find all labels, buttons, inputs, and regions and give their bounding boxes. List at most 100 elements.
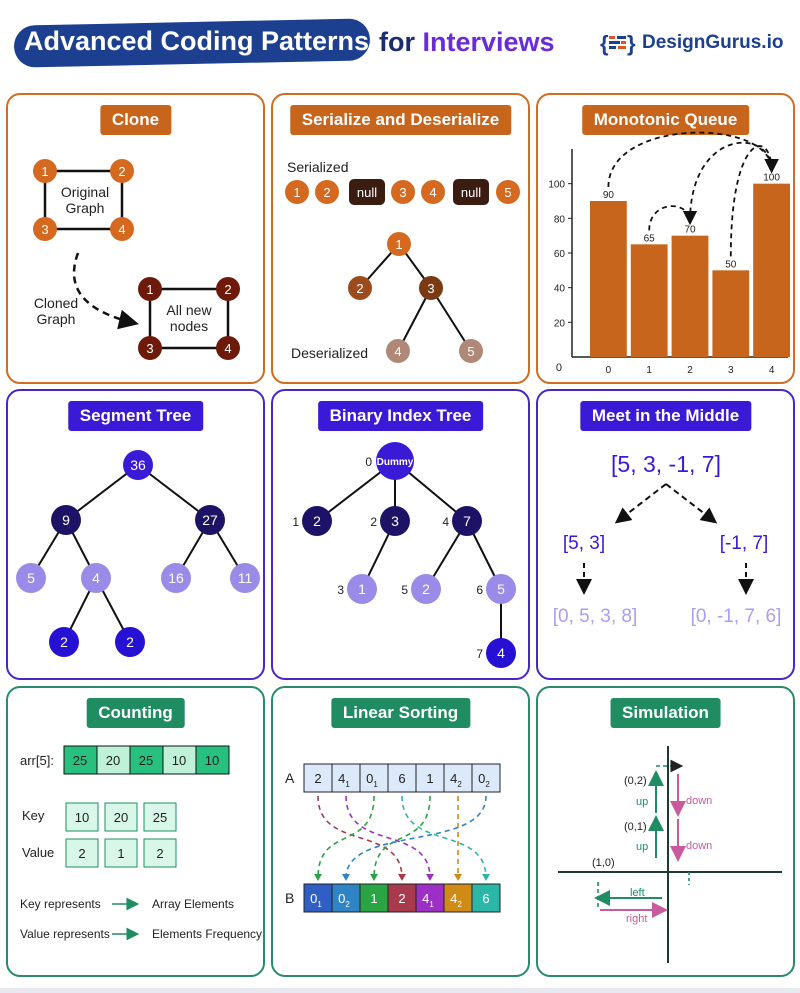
array-a-cell bbox=[443, 763, 473, 793]
bar bbox=[712, 270, 750, 357]
panel-title-counting: Counting bbox=[86, 698, 185, 728]
bar-value-label: 100 bbox=[763, 173, 780, 184]
bar-value-label: 50 bbox=[725, 259, 737, 270]
title-interviews: Interviews bbox=[422, 27, 555, 57]
svg-text:5: 5 bbox=[504, 185, 511, 200]
svg-text:2: 2 bbox=[118, 164, 125, 179]
sort-path bbox=[317, 795, 403, 879]
svg-text:[-1, 7]: [-1, 7] bbox=[720, 533, 769, 554]
svg-text:right: right bbox=[626, 913, 647, 925]
x-tick-label: 2 bbox=[687, 365, 693, 376]
panel-title-bit: Binary Index Tree bbox=[317, 401, 484, 431]
clone-node-3 bbox=[138, 336, 162, 360]
svg-text:2: 2 bbox=[422, 581, 430, 597]
panel-serialize: Serialize and Deserialize Serialized 1 2… bbox=[271, 93, 530, 384]
svg-text:2: 2 bbox=[156, 846, 163, 861]
svg-text:1: 1 bbox=[293, 185, 300, 200]
svg-text:Graph: Graph bbox=[66, 200, 105, 216]
svg-text:Value: Value bbox=[22, 845, 54, 860]
svg-text:10: 10 bbox=[172, 753, 186, 768]
sort-path bbox=[345, 795, 487, 879]
panel-title-simulation: Simulation bbox=[610, 698, 721, 728]
svg-text:4: 4 bbox=[497, 645, 505, 661]
svg-text:[0, -1, 7, 6]: [0, -1, 7, 6] bbox=[691, 606, 782, 627]
bar-value-label: 70 bbox=[684, 225, 696, 236]
svg-text:[0, 5, 3, 8]: [0, 5, 3, 8] bbox=[553, 606, 638, 627]
x-tick-label: 0 bbox=[606, 365, 612, 376]
array-a-cell-label: 2 bbox=[314, 771, 321, 786]
y-tick-label: 0 bbox=[556, 362, 562, 374]
svg-text:2: 2 bbox=[313, 513, 321, 529]
svg-text:1: 1 bbox=[117, 846, 124, 861]
svg-text:10: 10 bbox=[75, 810, 89, 825]
svg-text:left: left bbox=[630, 887, 645, 899]
svg-text:25: 25 bbox=[139, 753, 153, 768]
array-a-cell-label: 6 bbox=[398, 771, 405, 786]
array-b-cell bbox=[303, 883, 333, 913]
svg-text:Serialized: Serialized bbox=[287, 159, 348, 175]
svg-text:25: 25 bbox=[153, 810, 167, 825]
footer-line bbox=[0, 988, 800, 993]
svg-text:4: 4 bbox=[118, 222, 125, 237]
array-a-cell bbox=[387, 763, 417, 793]
title-for: for bbox=[379, 27, 415, 57]
panel-title-mitm: Meet in the Middle bbox=[579, 401, 752, 431]
svg-text:2: 2 bbox=[323, 185, 330, 200]
bar-value-label: 90 bbox=[603, 190, 615, 201]
clone-node-4 bbox=[216, 336, 240, 360]
svg-text:Value represents: Value represents bbox=[20, 927, 110, 941]
svg-text:3: 3 bbox=[399, 185, 406, 200]
svg-text:11: 11 bbox=[238, 570, 253, 586]
sort-arrowhead bbox=[454, 874, 462, 881]
clone-node-1 bbox=[138, 277, 162, 301]
svg-text:4: 4 bbox=[224, 341, 231, 356]
svg-text:Key: Key bbox=[22, 808, 45, 823]
svg-text:up: up bbox=[636, 796, 648, 808]
svg-text:3: 3 bbox=[427, 281, 434, 296]
svg-text:7: 7 bbox=[476, 647, 483, 661]
svg-text:Deserialized: Deserialized bbox=[291, 345, 368, 361]
array-b-cell-label: 1 bbox=[370, 891, 377, 906]
svg-text:25: 25 bbox=[73, 753, 87, 768]
page-title-suffix: for Interviews bbox=[379, 27, 555, 58]
orig-node-4 bbox=[110, 217, 134, 241]
svg-text:4: 4 bbox=[92, 570, 100, 586]
svg-text:(1,0): (1,0) bbox=[592, 857, 615, 869]
svg-text:null: null bbox=[461, 185, 481, 200]
svg-text:null: null bbox=[357, 185, 377, 200]
sort-path bbox=[345, 795, 431, 879]
svg-text:A: A bbox=[285, 770, 295, 786]
array-a-cell bbox=[471, 763, 501, 793]
svg-text:5: 5 bbox=[27, 570, 35, 586]
x-tick-label: 4 bbox=[769, 365, 775, 376]
sort-arrowhead bbox=[370, 874, 378, 881]
svg-text:1: 1 bbox=[395, 237, 402, 252]
sort-path bbox=[373, 795, 431, 879]
svg-text:3: 3 bbox=[337, 583, 344, 597]
sort-arrowhead bbox=[314, 874, 322, 881]
svg-text:Array Elements: Array Elements bbox=[152, 897, 234, 911]
svg-text:36: 36 bbox=[130, 457, 146, 473]
designgurus-logo-icon: { } bbox=[600, 31, 636, 56]
clone-diagram: 1 2 3 4 Original Graph Cloned Graph 1 2 … bbox=[33, 159, 240, 360]
svg-text:2: 2 bbox=[370, 515, 377, 529]
binary-index-tree-diagram: Dummy 2 3 7 1 2 5 4 0 1 2 4 3 5 6 7 bbox=[292, 442, 516, 668]
svg-text:Key represents: Key represents bbox=[20, 897, 101, 911]
svg-text:3: 3 bbox=[391, 513, 399, 529]
panel-title-clone: Clone bbox=[99, 105, 172, 135]
svg-text:Dummy: Dummy bbox=[377, 457, 414, 468]
y-tick-label: 40 bbox=[554, 284, 566, 295]
y-tick-label: 20 bbox=[554, 318, 566, 329]
brand-name: DesignGurus.io bbox=[642, 32, 784, 53]
brand: { } DesignGurus.io bbox=[600, 30, 783, 56]
svg-text:{: { bbox=[600, 31, 609, 56]
svg-text:2: 2 bbox=[126, 634, 134, 650]
svg-text:Original: Original bbox=[61, 184, 109, 200]
bar bbox=[753, 183, 790, 357]
svg-text:20: 20 bbox=[106, 753, 120, 768]
svg-text:(0,1): (0,1) bbox=[624, 821, 647, 833]
